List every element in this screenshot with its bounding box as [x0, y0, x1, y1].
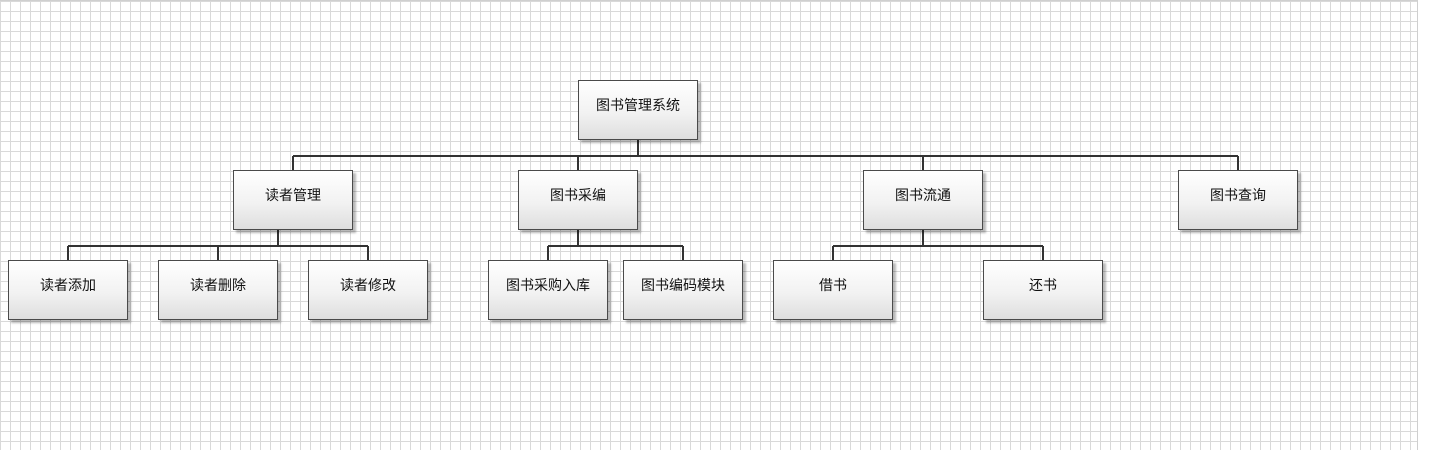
node-label: 还书 — [1029, 278, 1057, 294]
node-label: 读者修改 — [340, 278, 396, 294]
node-label: 读者管理 — [265, 188, 321, 204]
node-label: 读者删除 — [190, 278, 246, 294]
node-reader-edit[interactable]: 读者修改 — [308, 260, 428, 320]
node-book-purchase-storage[interactable]: 图书采购入库 — [488, 260, 608, 320]
node-label: 图书采编 — [550, 188, 606, 204]
node-book-circulation[interactable]: 图书流通 — [863, 170, 983, 230]
node-reader-management[interactable]: 读者管理 — [233, 170, 353, 230]
node-reader-delete[interactable]: 读者删除 — [158, 260, 278, 320]
node-label: 图书流通 — [895, 188, 951, 204]
node-label: 借书 — [819, 278, 847, 294]
node-book-coding-module[interactable]: 图书编码模块 — [623, 260, 743, 320]
node-reader-add[interactable]: 读者添加 — [8, 260, 128, 320]
node-book-acquisition[interactable]: 图书采编 — [518, 170, 638, 230]
node-borrow-book[interactable]: 借书 — [773, 260, 893, 320]
node-library-management-system[interactable]: 图书管理系统 — [578, 80, 698, 140]
node-return-book[interactable]: 还书 — [983, 260, 1103, 320]
node-label: 读者添加 — [40, 278, 96, 294]
node-book-query[interactable]: 图书查询 — [1178, 170, 1298, 230]
node-label: 图书查询 — [1210, 188, 1266, 204]
node-label: 图书编码模块 — [641, 278, 725, 294]
node-label: 图书采购入库 — [506, 278, 590, 294]
node-label: 图书管理系统 — [596, 98, 680, 114]
